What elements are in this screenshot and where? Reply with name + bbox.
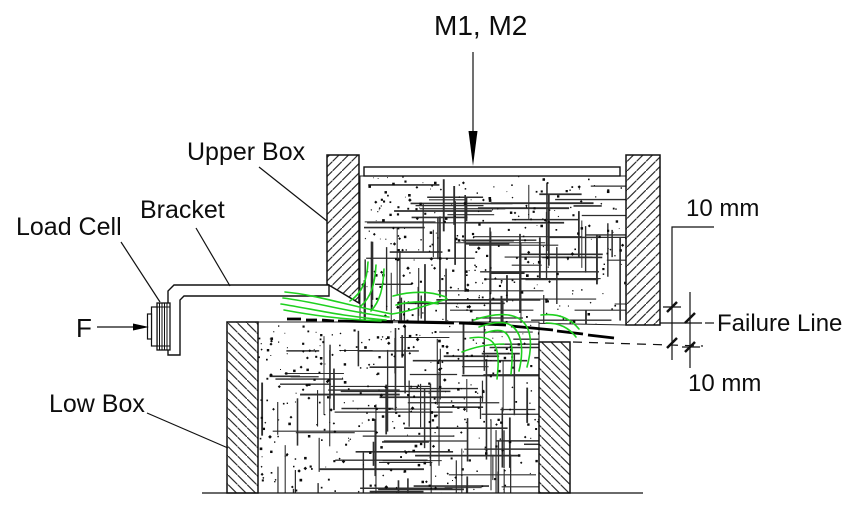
leader-low-box [146, 412, 229, 449]
upper-concrete-texture [360, 176, 626, 325]
load-cell-shape [146, 302, 171, 351]
label-upper-box: Upper Box [187, 138, 306, 166]
label-applied-mass: M1, M2 [434, 10, 527, 41]
dimension-lines [572, 226, 714, 368]
failure-crack [287, 317, 615, 340]
label-force: F [76, 313, 92, 343]
failure-reference-dashed-line [572, 341, 704, 347]
label-load-cell: Load Cell [16, 213, 122, 241]
lower-concrete-texture [258, 323, 539, 493]
fiber-strands [280, 261, 580, 380]
label-bracket: Bracket [140, 196, 225, 224]
upper-box-left-wall [326, 154, 360, 305]
leader-bracket [195, 227, 231, 287]
label-failure-line: Failure Line [717, 310, 842, 337]
loading-plate [363, 166, 621, 177]
label-low-box: Low Box [49, 390, 145, 418]
lower-box-left-wall [226, 321, 259, 494]
leader-upper-box [258, 166, 328, 222]
upper-box-right-wall [625, 154, 661, 326]
vertical-load-arrow [468, 52, 478, 166]
horizontal-force-arrow [97, 323, 149, 331]
leader-load-cell [120, 241, 161, 303]
label-gap-top: 10 mm [686, 195, 759, 222]
lower-box-right-wall [538, 341, 571, 494]
label-gap-bottom: 10 mm [688, 370, 761, 397]
